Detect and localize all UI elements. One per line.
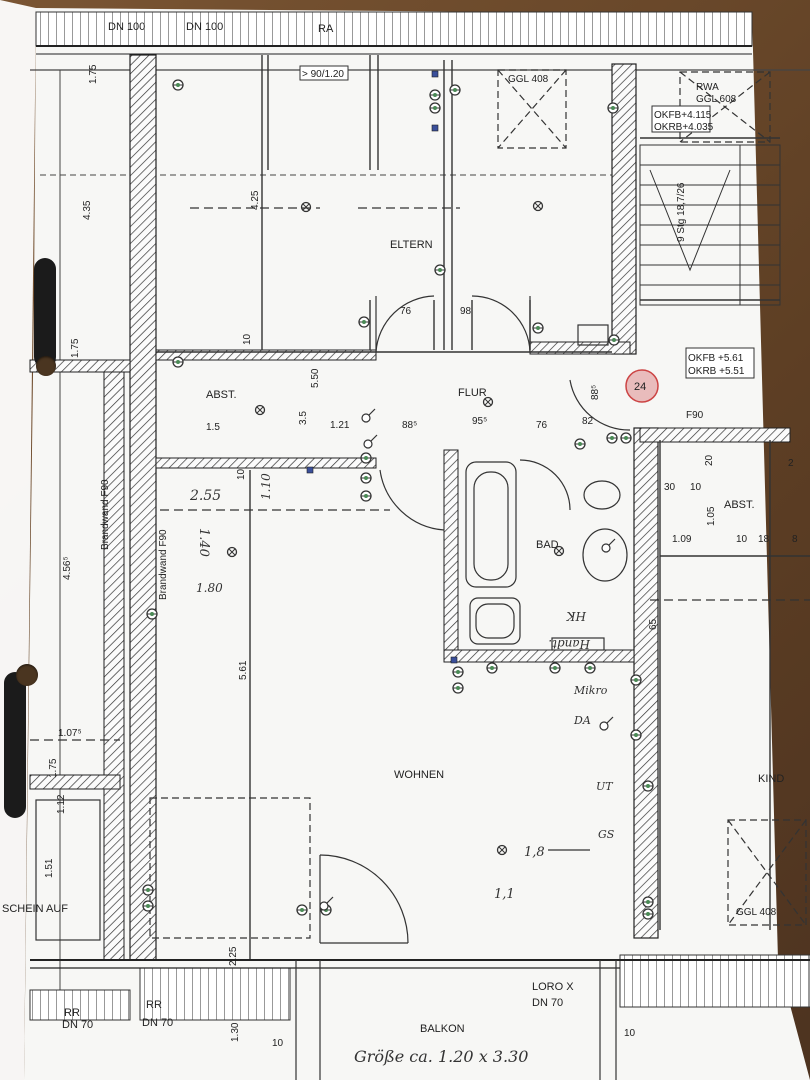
handwritten-dim-a: 2.55: [189, 488, 221, 504]
skylight-label-2: RWA: [696, 82, 719, 93]
room-number: 24: [634, 381, 646, 393]
brandwand-wall: [129, 54, 157, 961]
room-abst-left: ABST.: [206, 389, 237, 401]
top-label-1: DN 100: [108, 21, 145, 33]
dimension-label: 4.25: [250, 190, 261, 210]
stair-label: 9 Stg 18,7/26: [676, 182, 687, 242]
bottom-label-loro: LORO X: [532, 981, 574, 993]
skylight-label-1: GGL 408: [508, 74, 549, 85]
dimension-label: 98: [460, 306, 472, 317]
dimension-label: 20: [704, 454, 715, 466]
dimension-label: 1.75: [70, 338, 81, 358]
wall-label-brandwand-1: Brandwand F90: [100, 479, 111, 550]
bathtub: [465, 461, 521, 645]
wall-label-brandwand-2: Brandwand F90: [158, 529, 169, 600]
dimension-label: 1.51: [44, 858, 55, 878]
handwritten-hk: HK: [566, 609, 587, 623]
dimension-label: 95⁵: [472, 416, 487, 427]
opening-label: > 90/1.20: [302, 69, 344, 80]
level-okrb-stair: OKRB +5.51: [688, 366, 745, 377]
room-wohnen: WOHNEN: [394, 769, 444, 781]
dimension-label: 10: [242, 333, 253, 345]
level-okfb-top: OKFB+4.115: [654, 110, 712, 121]
bottom-label-rr-1: RR: [64, 1007, 80, 1019]
dimension-label: 4.35: [82, 200, 93, 220]
dimension-label: 1.12: [56, 794, 67, 814]
room-eltern: ELTERN: [390, 239, 433, 251]
room-bad: BAD: [536, 539, 559, 551]
handwritten-mikro: Mikro: [573, 684, 608, 697]
dimension-label: 1.30: [230, 1022, 241, 1042]
handwritten-da: DA: [573, 714, 591, 727]
level-okrb-top: OKRB+4.035: [654, 122, 714, 133]
dimension-label: 5.61: [238, 660, 249, 680]
punch-hole-bottom: [16, 664, 38, 686]
top-eave-band: [35, 11, 753, 47]
bottom-label-dn-2: DN 70: [142, 1017, 173, 1029]
dimension-label: 2: [788, 458, 794, 469]
handwritten-light-18: 1,8: [524, 845, 545, 860]
room-number-marker: [625, 369, 659, 403]
dimension-label: 1.21: [330, 420, 350, 431]
dimension-label: 88⁵: [590, 385, 601, 400]
handwritten-dim-c: 1.10: [259, 473, 273, 500]
left-label-schein: SCHEIN AUF: [2, 903, 68, 915]
dimension-label: 10: [236, 468, 247, 480]
staircase: [639, 144, 781, 306]
dimension-label: 30: [664, 482, 676, 493]
dimension-label: 4.56⁵: [62, 556, 73, 580]
dimension-label: 18: [758, 534, 770, 545]
handwritten-bottom-note: Größe ca. 1.20 x 3.30: [354, 1047, 528, 1066]
handwritten-light-11: 1,1: [494, 887, 515, 902]
dimension-label: 5.50: [310, 368, 321, 388]
dimension-label: 1.75: [48, 758, 59, 778]
bottom-label-dn-3: DN 70: [532, 997, 563, 1009]
dimension-label: 82: [582, 416, 594, 427]
dimension-label: 76: [400, 306, 412, 317]
handwritten-dim-d: 1.80: [196, 581, 223, 595]
skylight-label-3: GGL 408: [736, 907, 777, 918]
dimension-label: 10: [736, 534, 748, 545]
dimension-label: 65: [648, 618, 659, 630]
dimension-label: 1.05: [706, 506, 717, 526]
handwritten-dim-b: 1.40: [196, 528, 211, 557]
wall-label-f90: F90: [686, 410, 704, 421]
handwritten-handt: Handt.: [548, 637, 591, 651]
handwritten-ut: UT: [596, 780, 614, 793]
dimension-label: 88⁵: [402, 420, 417, 431]
level-okfb-stair: OKFB +5.61: [688, 353, 744, 364]
handwritten-gs: GS: [598, 828, 615, 841]
dimension-label: 76: [536, 420, 548, 431]
room-abst-right: ABST.: [724, 499, 755, 511]
dimension-label: 8: [792, 534, 798, 545]
dimension-label: 1.09: [672, 534, 692, 545]
dimension-label: 10: [272, 1038, 284, 1049]
dimension-label: 3.5: [298, 411, 309, 425]
dimension-label: 1.07⁵: [58, 728, 82, 739]
binder-clip-top: [34, 258, 56, 368]
top-label-3: RA: [318, 23, 334, 35]
skylight-sub-2: GGL 608: [696, 94, 737, 105]
dimension-label: 2.25: [228, 946, 239, 966]
room-flur: FLUR: [458, 387, 487, 399]
dimension-label: 1.5: [206, 422, 220, 433]
top-label-2: DN 100: [186, 21, 223, 33]
dimension-label: 10: [624, 1028, 636, 1039]
binder-clip-bottom: [4, 672, 26, 818]
dimension-label: 1.75: [88, 64, 99, 84]
punch-hole-top: [36, 356, 56, 376]
bottom-label-rr-2: RR: [146, 999, 162, 1011]
dimension-label: 10: [690, 482, 702, 493]
bottom-label-dn-1: DN 70: [62, 1019, 93, 1031]
room-kind: KIND: [758, 773, 784, 785]
room-balkon: BALKON: [420, 1023, 465, 1035]
